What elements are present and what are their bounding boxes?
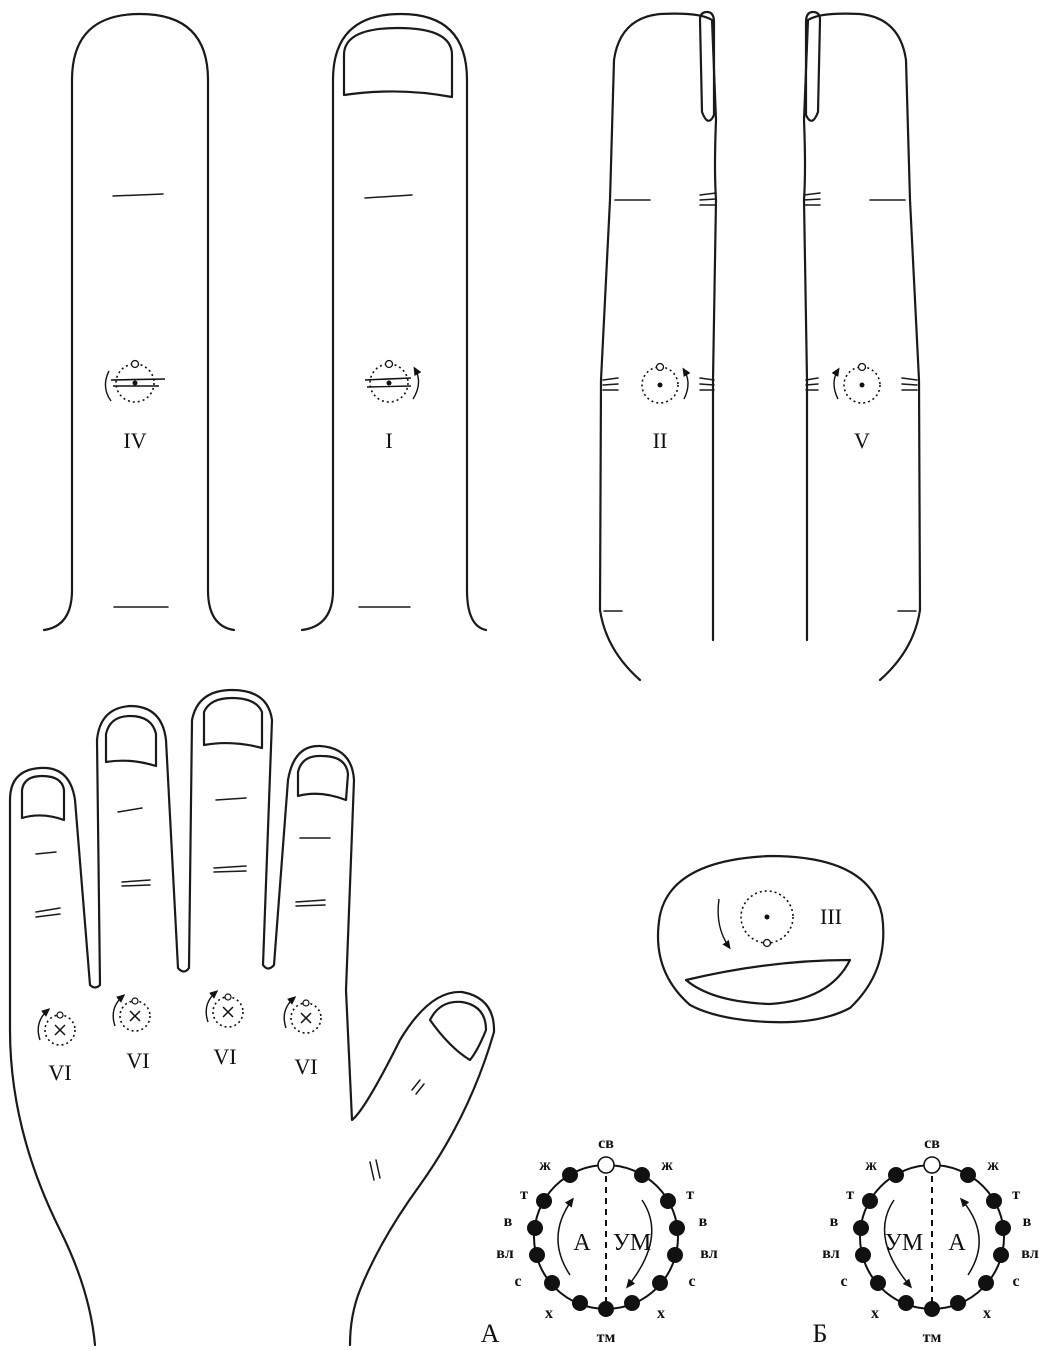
b-bottom: тм <box>923 1329 942 1346</box>
label-vi-2: VI <box>126 1048 149 1073</box>
b-right-label-5: с <box>1012 1273 1019 1290</box>
b-right-inner: А <box>948 1230 966 1256</box>
b-top: св <box>924 1135 940 1152</box>
a-right-label-1: ж <box>661 1157 673 1174</box>
a-right-label-6: х <box>657 1305 665 1322</box>
b-left-label-2: т <box>846 1186 854 1203</box>
point-circle-i <box>365 361 419 403</box>
diagram-b-label: Б <box>813 1319 828 1348</box>
ring-diagram-a: А УМ св тм ж т в вл с х ж т в вл с х А <box>481 1135 718 1348</box>
a-left-inner: А <box>573 1230 591 1256</box>
node-top-b <box>924 1157 940 1173</box>
finger-side-ii: II <box>600 12 716 680</box>
b-right-label-4: вл <box>1021 1245 1038 1262</box>
a-right-label-2: т <box>686 1186 694 1203</box>
finger-ring: IV <box>44 14 234 630</box>
a-right-label-3: в <box>699 1213 708 1230</box>
a-bottom: тм <box>597 1329 616 1346</box>
label-vi-3: VI <box>213 1044 236 1069</box>
point-circle-vi-2 <box>113 996 150 1031</box>
point-circle-vi-4 <box>284 998 321 1033</box>
a-left-label-3: в <box>504 1213 513 1230</box>
b-left-label-4: вл <box>822 1245 839 1262</box>
point-circle-ii <box>642 364 688 404</box>
label-vi-4: VI <box>294 1054 317 1079</box>
a-left-label-4: вл <box>496 1245 513 1262</box>
label-ii: II <box>653 428 668 453</box>
ring-diagram-b: УМ А св тм ж т в вл с х ж т в вл с х Б <box>813 1135 1039 1348</box>
b-right-label-2: т <box>1012 1186 1020 1203</box>
label-iv: IV <box>123 428 146 453</box>
label-i: I <box>385 428 392 453</box>
point-circle-v <box>834 364 880 404</box>
hand-outline <box>10 690 494 1345</box>
a-left-label-1: ж <box>539 1157 551 1174</box>
b-left-label-5: с <box>840 1273 847 1290</box>
label-iii: III <box>820 904 842 929</box>
point-circle-vi-1 <box>38 1010 75 1045</box>
a-right-label-5: с <box>688 1273 695 1290</box>
a-left-label-5: с <box>514 1273 521 1290</box>
b-right-label-1: ж <box>987 1157 999 1174</box>
b-left-label-3: в <box>830 1213 839 1230</box>
a-left-label-2: т <box>520 1186 528 1203</box>
a-top: св <box>598 1135 614 1152</box>
node-top-a <box>598 1157 614 1173</box>
diagram-a-label: А <box>481 1319 500 1348</box>
a-right-inner: УМ <box>613 1230 651 1256</box>
b-left-label-1: ж <box>865 1157 877 1174</box>
point-circle-vi-3 <box>206 992 243 1027</box>
a-left-label-6: х <box>545 1305 553 1322</box>
a-right-label-4: вл <box>700 1245 717 1262</box>
b-right-label-6: х <box>983 1305 991 1322</box>
thumb-tip: III <box>658 856 883 1022</box>
finger-side-v: V <box>804 12 920 680</box>
point-circle-iv <box>105 361 165 403</box>
b-left-label-6: х <box>871 1305 879 1322</box>
label-vi-1: VI <box>48 1060 71 1085</box>
finger-middle: I <box>302 14 486 630</box>
point-circle-iii <box>718 891 793 947</box>
b-right-label-3: в <box>1023 1213 1032 1230</box>
label-v: V <box>854 428 870 453</box>
b-left-inner: УМ <box>885 1230 923 1256</box>
